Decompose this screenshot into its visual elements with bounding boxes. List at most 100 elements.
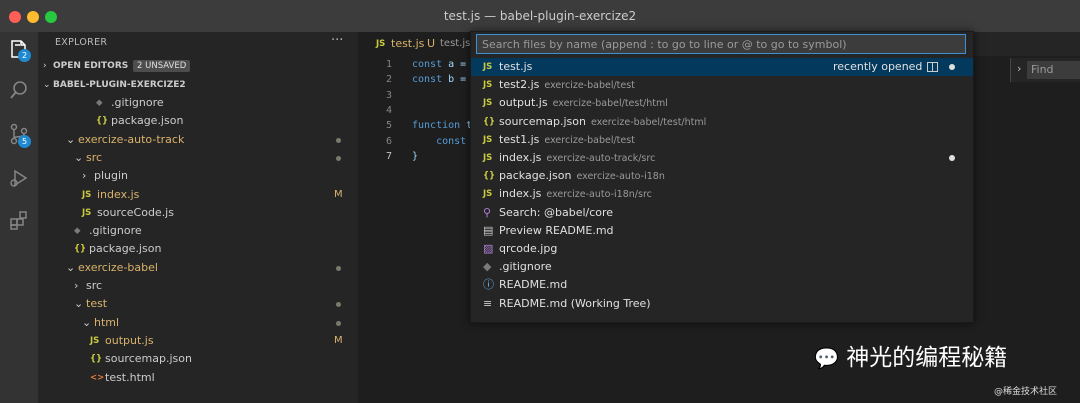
minimize-window-button[interactable] [27, 11, 39, 23]
line-number: 2 [385, 74, 392, 86]
quick-open-palette: Search files by name (append : to go to … [470, 31, 974, 323]
zoom-window-button[interactable] [45, 11, 57, 23]
quick-open-item-name: Preview README.md [499, 223, 614, 237]
line-number: 4 [385, 104, 392, 116]
code-line: function t [412, 120, 472, 131]
modified-status: M [334, 334, 343, 346]
tree-folder[interactable]: ⌄test [38, 295, 358, 313]
changes-dot-icon [336, 265, 341, 271]
tree-file[interactable]: {}package.json [38, 112, 358, 130]
open-editors-section[interactable]: › OPEN EDITORS 2 UNSAVED [38, 57, 358, 75]
tree-folder[interactable]: ⌄src [38, 149, 358, 167]
search-icon[interactable] [7, 78, 31, 102]
tree-folder[interactable]: ⌄exercize-babel [38, 259, 358, 277]
workspace-root-label: BABEL-PLUGIN-EXERCIZE2 [53, 80, 186, 90]
tree-file[interactable]: ◆ .gitignore [38, 94, 358, 112]
tree-file[interactable]: {}package.json [38, 240, 358, 258]
tree-item-label: src [86, 150, 103, 164]
tree-item-label: package.json [89, 242, 162, 256]
quick-open-item[interactable]: ≡README.md (Working Tree) [471, 295, 973, 313]
find-widget: › Find [1010, 58, 1080, 82]
json-file-icon: {} [74, 244, 87, 255]
changes-dot-icon [336, 302, 341, 308]
watermark-text: 💬 神光的编程秘籍 [814, 338, 1007, 372]
extensions-icon[interactable] [7, 209, 31, 233]
quick-open-item[interactable]: ▨qrcode.jpg [471, 240, 973, 258]
chevron-down-icon: ⌄ [66, 260, 76, 274]
js-file-icon: JS [82, 189, 92, 200]
quick-open-item-path: exercize-babel/test/html [590, 116, 707, 128]
code-text: a = [442, 59, 473, 70]
tab-test-js[interactable]: JS test.js U test.js [358, 32, 470, 56]
preview-icon: ▤ [483, 223, 494, 237]
quick-open-item-text: README.md (Working Tree) [499, 295, 651, 313]
run-debug-icon[interactable] [7, 166, 31, 190]
chevron-down-icon: ⌄ [66, 132, 76, 146]
chevron-down-icon: ⌄ [74, 297, 84, 311]
quick-open-item-name: index.js [499, 187, 542, 201]
quick-open-item-name: output.js [499, 96, 548, 110]
quick-open-item[interactable]: ⚲Search: @babel/core [471, 204, 973, 222]
tree-folder[interactable]: ›src [38, 277, 358, 295]
activity-bar: 2 5 [0, 32, 38, 403]
git-file-icon: ◆ [74, 226, 81, 237]
js-file-icon: JS [376, 39, 386, 49]
tree-item-label: src [86, 279, 103, 292]
quick-open-item-name: test1.js [499, 132, 540, 146]
tree-file[interactable]: {}sourcemap.json [38, 350, 358, 368]
quick-open-input[interactable]: Search files by name (append : to go to … [476, 34, 966, 54]
open-to-side-icon[interactable] [927, 62, 938, 72]
code-line: const b = [412, 74, 472, 85]
git-file-icon: ◆ [96, 98, 103, 108]
json-file-icon: {} [90, 354, 103, 365]
search-icon: ⚲ [483, 205, 492, 219]
find-input[interactable]: Find [1027, 61, 1080, 79]
tree-item-label: .gitignore [89, 224, 142, 238]
quick-open-item[interactable]: ⓘ README.md [471, 276, 973, 294]
code-line: const a = [412, 59, 472, 70]
quick-open-item[interactable]: ◆.gitignore [471, 258, 973, 276]
line-number: 7 [385, 150, 392, 162]
quick-open-item-text: README.md [499, 276, 567, 294]
close-window-button[interactable] [9, 11, 21, 23]
tree-item-label: .gitignore [111, 96, 164, 109]
code-text: b = [442, 74, 473, 86]
more-actions-icon[interactable]: ··· [331, 33, 344, 48]
chevron-right-icon: › [43, 61, 47, 71]
tree-file[interactable]: <>test.html [38, 369, 358, 387]
changes-dot-icon [336, 155, 341, 161]
chevron-right-icon[interactable]: › [1017, 62, 1022, 75]
quick-open-item-text: test.js [499, 58, 532, 76]
quick-open-item-name: README.md [499, 278, 568, 292]
quick-open-item-name: README.md (Working Tree) [499, 296, 651, 310]
unsaved-dot-icon [949, 155, 955, 161]
tree-file[interactable]: ◆ .gitignore [38, 222, 358, 240]
open-editors-label: OPEN EDITORS [53, 61, 129, 71]
quick-open-item-text: Preview README.md [499, 222, 614, 240]
js-icon: JS [483, 62, 493, 72]
info-icon: ⓘ [483, 278, 494, 292]
chevron-down-icon: ⌄ [43, 80, 51, 90]
tree-folder[interactable]: ›plugin [38, 167, 358, 185]
quick-open-item[interactable]: ▤ Preview README.md [471, 222, 973, 240]
code-keyword: const [412, 135, 467, 147]
code-line: const [412, 136, 466, 147]
tree-item-label: test [86, 297, 108, 311]
tree-folder[interactable]: ⌄html [38, 314, 358, 332]
tree-folder[interactable]: ⌄exercize-auto-track [38, 131, 358, 149]
workspace-root-section[interactable]: ⌄ BABEL-PLUGIN-EXERCIZE2 [38, 76, 358, 94]
